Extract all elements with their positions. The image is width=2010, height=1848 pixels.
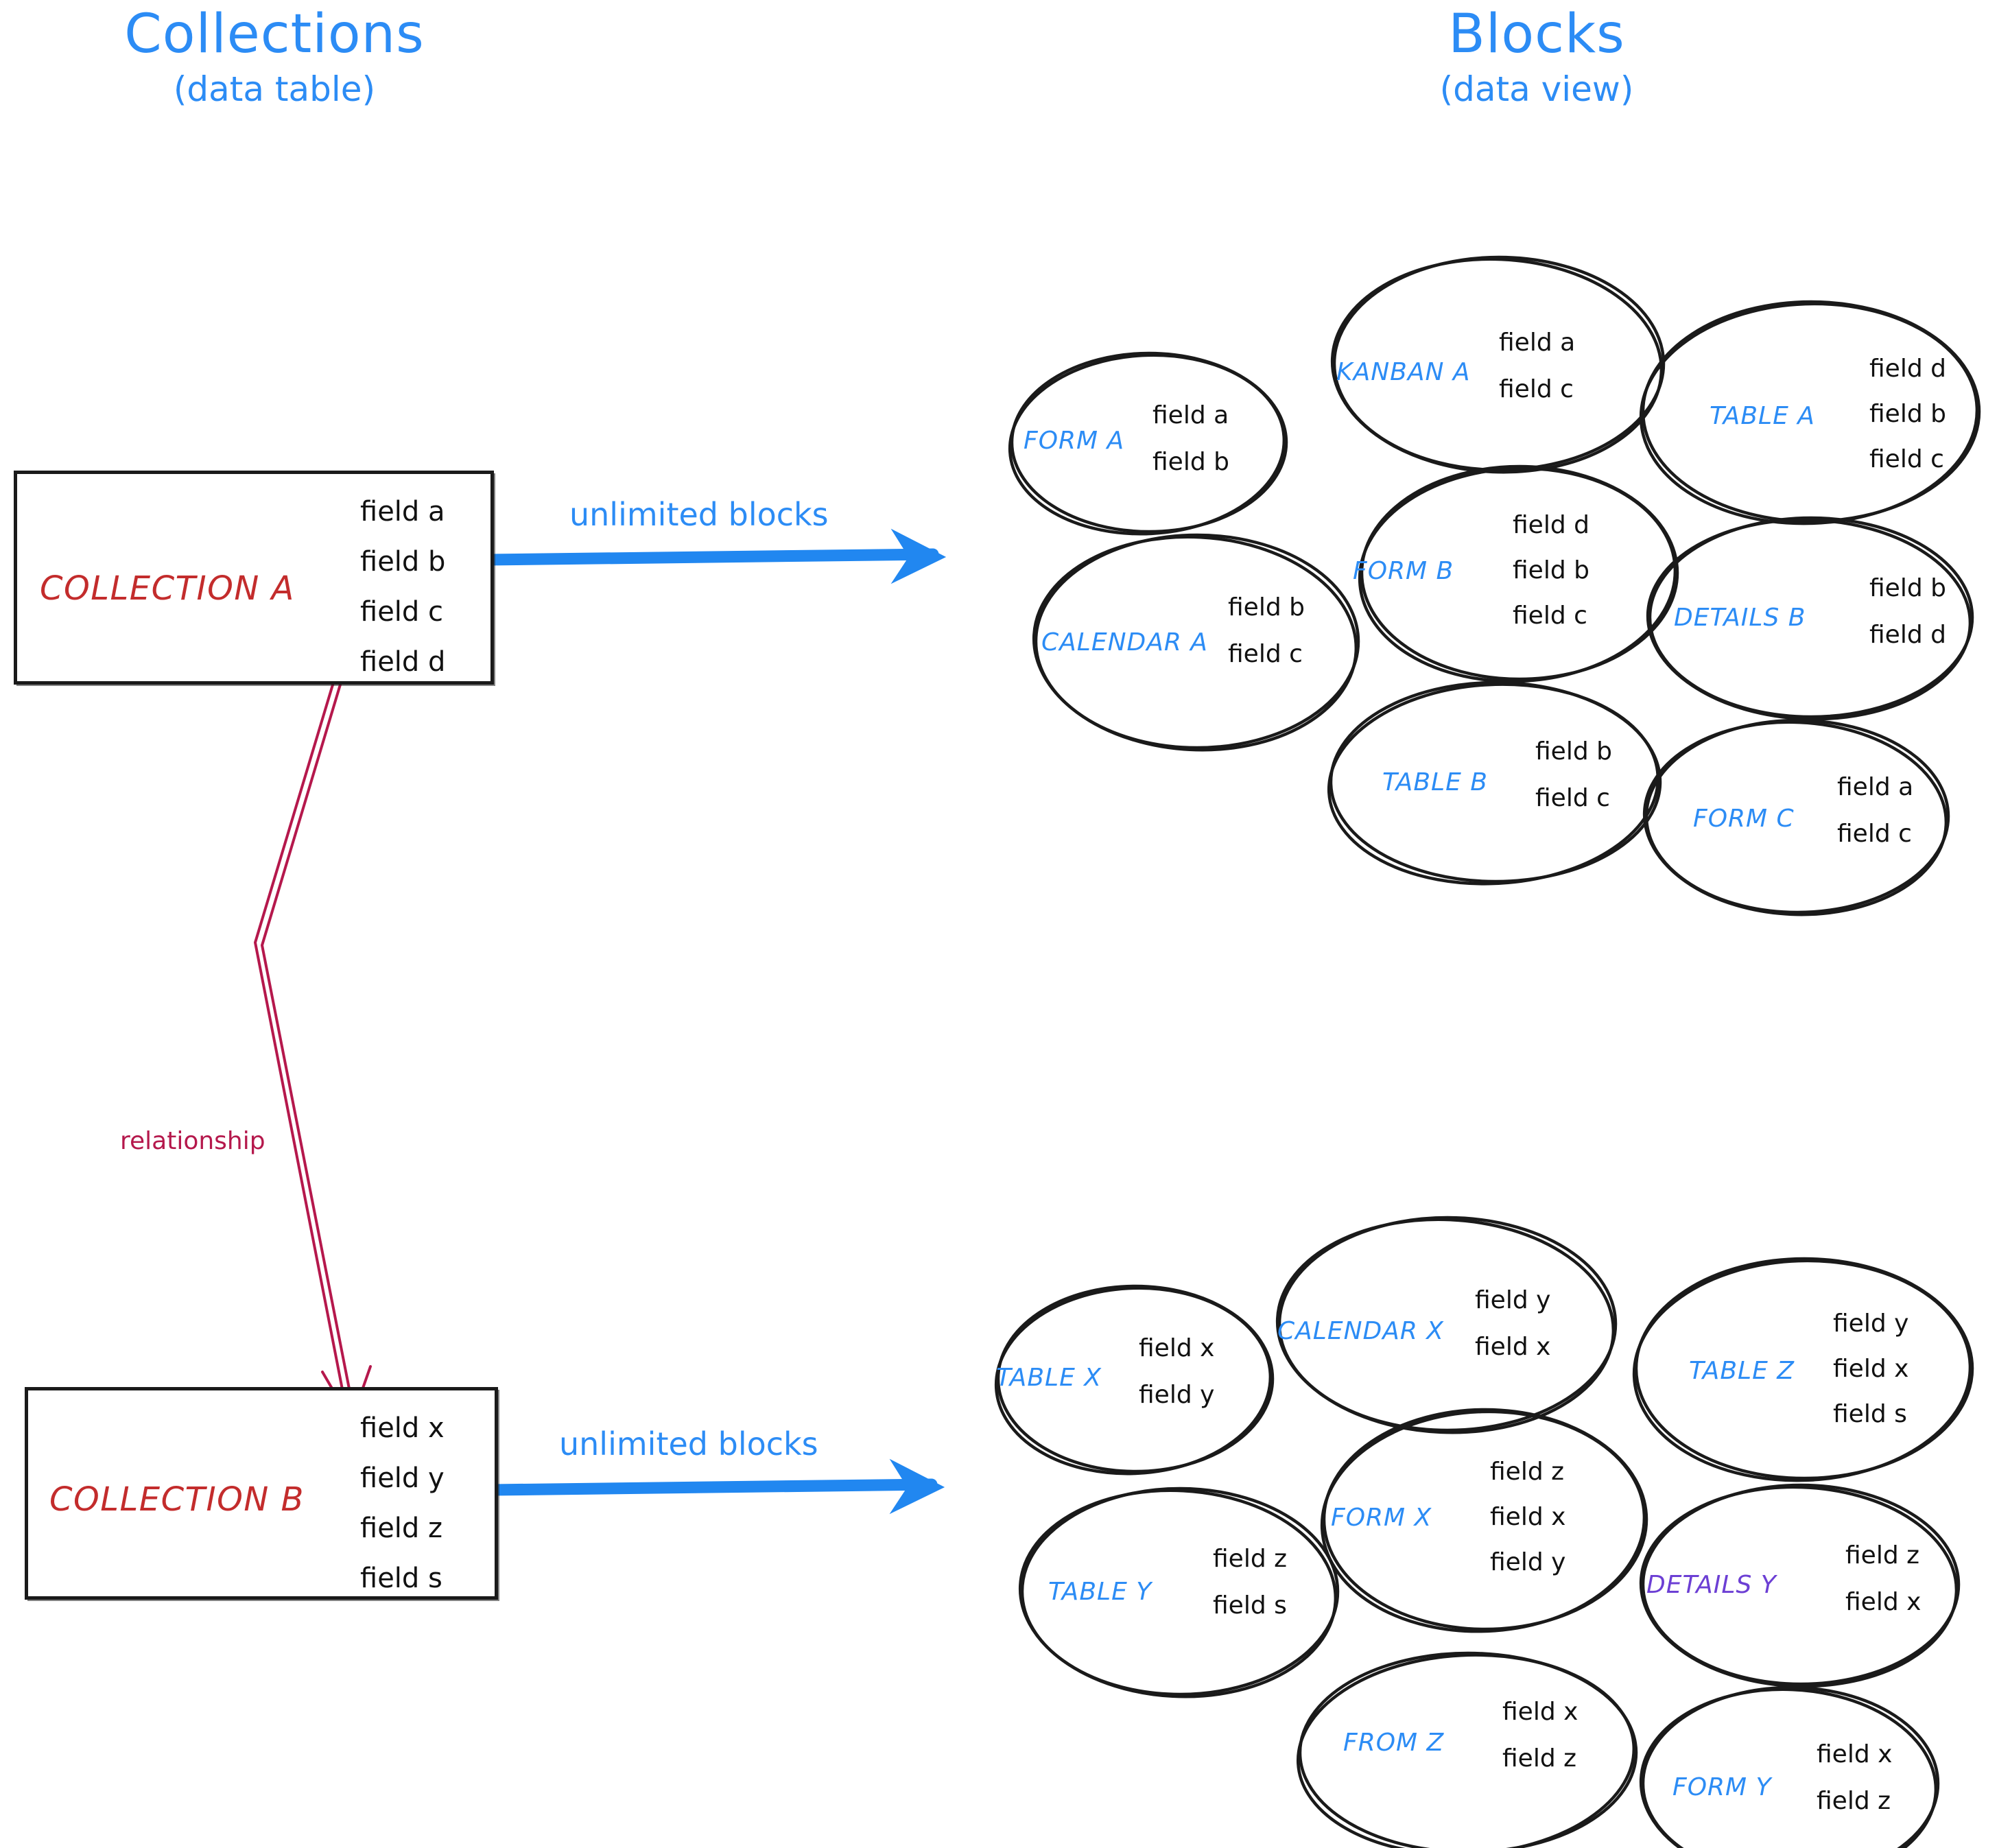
arrow-unlimited-blocks-bottom [486, 1458, 945, 1515]
block-field: field c [1837, 820, 1912, 848]
block-fields: field z field s [1213, 1547, 1287, 1618]
block-field: field s [1213, 1591, 1287, 1620]
header-collections-subtitle: (data table) [173, 69, 376, 109]
block-field: field c [1535, 784, 1610, 812]
block-fields: field z field x [1845, 1543, 1921, 1615]
block-field: field d [1869, 621, 1946, 649]
block-field: field z [1490, 1458, 1565, 1486]
collection-a-field: field d [360, 646, 446, 678]
block-fields: field b field c [1228, 595, 1305, 667]
arrow-unlimited-blocks-top [482, 528, 947, 584]
block-label: FORM Y [1672, 1773, 1772, 1801]
block-fields: field a field c [1499, 331, 1575, 402]
block-field: field y [1139, 1381, 1215, 1409]
collection-b-name: COLLECTION B [49, 1480, 305, 1519]
block-ellipse [1639, 1687, 1938, 1848]
block-label: CALENDAR X [1277, 1317, 1444, 1345]
block-field: field c [1869, 445, 1944, 473]
block-field: field d [1513, 511, 1589, 539]
block-ellipse [1632, 1259, 1972, 1482]
block-fields: field x field z [1817, 1742, 1892, 1814]
block-label: TABLE X [996, 1364, 1102, 1392]
block-field: field x [1833, 1355, 1909, 1383]
block-label: CALENDAR A [1041, 628, 1208, 656]
block-field: field y [1490, 1548, 1566, 1576]
block-field: field a [1152, 401, 1229, 429]
block-field: field c [1513, 602, 1587, 630]
block-field: field b [1152, 448, 1229, 476]
block-field: field a [1837, 773, 1914, 801]
block-label: TABLE Z [1689, 1357, 1795, 1385]
collection-b-field: field s [360, 1563, 442, 1594]
collection-b-fields: field x field y field z field s [360, 1414, 445, 1592]
block-ellipse [1327, 683, 1660, 886]
block-ellipse [1634, 1257, 1974, 1480]
collection-a-fields: field a field b field c field d [360, 498, 445, 676]
header-blocks-title: Blocks [1448, 3, 1625, 65]
block-label: TABLE B [1382, 768, 1488, 796]
block-field: field z [1213, 1545, 1288, 1573]
collection-b-field: field z [360, 1513, 443, 1544]
block-field: field a [1499, 329, 1576, 357]
block-label: FORM A [1024, 427, 1125, 455]
block-field: field x [1139, 1334, 1215, 1362]
collection-box-b[interactable] [25, 1387, 498, 1600]
collection-a-name: COLLECTION A [40, 569, 295, 608]
block-label: KANBAN A [1336, 358, 1471, 386]
block-field: field c [1499, 375, 1574, 403]
block-field: field y [1833, 1310, 1909, 1338]
block-label: TABLE A [1710, 402, 1815, 430]
block-field: field x [1490, 1503, 1566, 1531]
block-field: field y [1475, 1286, 1551, 1314]
collection-a-field: field c [360, 596, 444, 628]
collection-b-field: field y [360, 1462, 445, 1494]
block-field: field z [1502, 1744, 1577, 1773]
header-blocks-subtitle: (data view) [1439, 69, 1634, 109]
block-field: field x [1475, 1333, 1551, 1361]
block-label: FORM X [1331, 1504, 1432, 1532]
relationship-label: relationship [120, 1127, 265, 1155]
block-fields: field y field x [1475, 1288, 1550, 1360]
block-field: field z [1817, 1787, 1891, 1815]
block-field: field b [1513, 556, 1589, 584]
block-field: field x [1845, 1588, 1922, 1616]
collection-a-field: field a [360, 496, 445, 528]
block-field: field x [1502, 1698, 1579, 1726]
block-fields: field a field c [1837, 775, 1913, 846]
block-field: field d [1869, 355, 1946, 383]
block-field: field s [1833, 1400, 1907, 1428]
collection-a-field: field b [360, 546, 446, 578]
header-collections: Collections (data table) [69, 3, 480, 109]
arrow-label-unlimited-blocks-top: unlimited blocks [569, 496, 829, 533]
block-label: FORM C [1693, 805, 1795, 833]
block-field: field b [1228, 593, 1305, 621]
block-fields: field a field b [1152, 403, 1229, 475]
block-label: DETAILS Y [1646, 1571, 1777, 1599]
block-field: field b [1535, 737, 1612, 766]
header-blocks: Blocks (data view) [1331, 3, 1742, 109]
collection-box-a[interactable] [14, 471, 494, 685]
block-field: field b [1869, 574, 1946, 602]
block-label: DETAILS B [1674, 604, 1806, 632]
block-fields: field b field c [1535, 739, 1612, 811]
block-label: FROM Z [1343, 1729, 1445, 1757]
block-field: field x [1817, 1740, 1893, 1768]
block-fields: field d field b field c [1513, 513, 1589, 628]
block-fields: field x field y [1139, 1336, 1214, 1408]
block-fields: field y field x field s [1833, 1312, 1908, 1427]
block-fields: field x field z [1502, 1700, 1578, 1771]
arrow-label-unlimited-blocks-bottom: unlimited blocks [559, 1425, 818, 1462]
block-label: FORM B [1353, 557, 1454, 585]
block-field: field z [1845, 1541, 1920, 1569]
block-fields: field b field d [1869, 576, 1946, 648]
block-field: field b [1869, 400, 1946, 428]
block-label: TABLE Y [1048, 1578, 1152, 1606]
block-fields: field z field x field y [1490, 1460, 1565, 1575]
block-ellipse [1641, 1685, 1940, 1848]
block-field: field c [1228, 640, 1303, 668]
relationship-connector [254, 667, 372, 1423]
collection-b-field: field x [360, 1412, 445, 1444]
block-fields: field d field b field c [1869, 357, 1946, 472]
header-collections-title: Collections [124, 3, 425, 65]
